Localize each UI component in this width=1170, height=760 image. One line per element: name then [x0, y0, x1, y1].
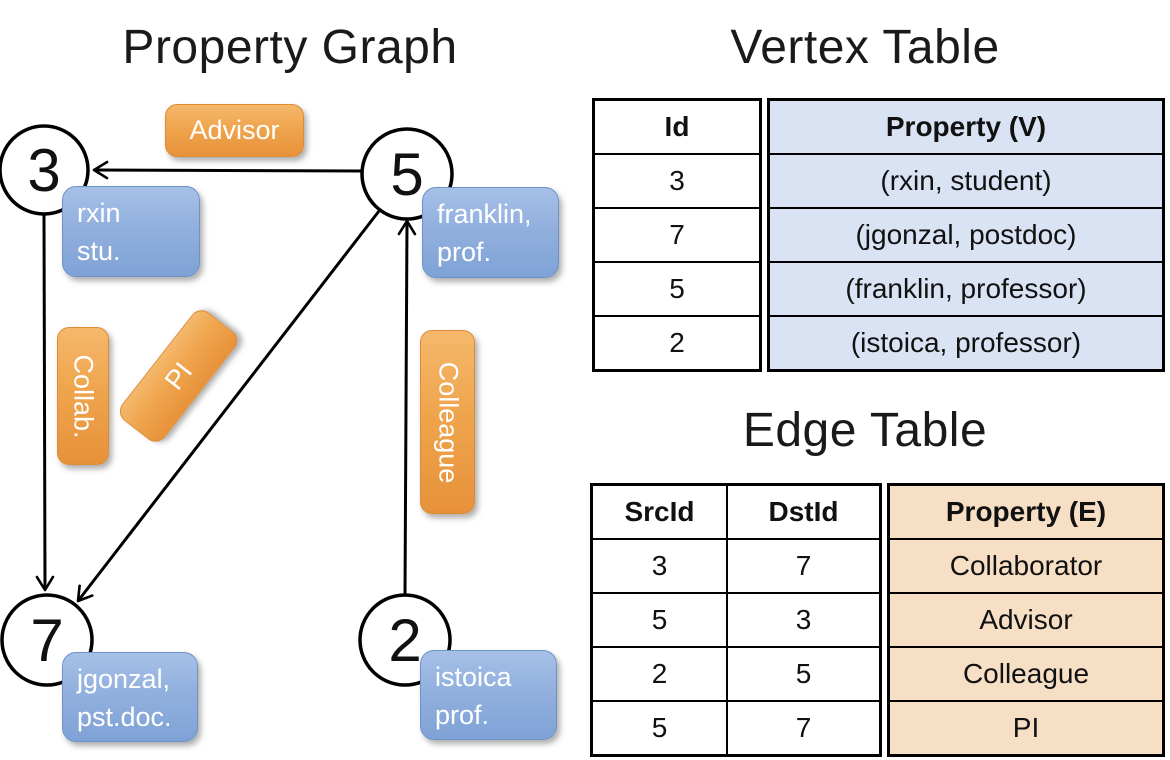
- edge-table-property-cell: Advisor: [890, 592, 1162, 646]
- edge-table-srcid-cell: 2: [651, 658, 668, 689]
- edge-table-dstid-header: DstId: [726, 486, 879, 538]
- edge-table-property-cell: PI: [890, 700, 1162, 754]
- edge-table-dstid-cell: 3: [726, 594, 879, 646]
- vertex-table-property-column: Property (V) (rxin, student) (jgonzal, p…: [767, 98, 1165, 372]
- edge-label-collaborator-text: Collab.: [68, 353, 99, 439]
- edge-table-id-row: 2 5: [593, 646, 879, 700]
- vertex-table-property-cell: (rxin, student): [770, 153, 1162, 207]
- vertex-label-3-line1: rxin: [77, 198, 121, 228]
- edge-label-colleague: Colleague: [420, 330, 475, 514]
- edge-table-property-cell: Colleague: [890, 646, 1162, 700]
- vertex-label-7-line1: jgonzal,: [77, 664, 171, 694]
- edge-table-dstid-cell: 5: [726, 648, 879, 700]
- edge-table-srcid-cell: 5: [651, 604, 668, 635]
- node-id-2: 2: [388, 607, 421, 674]
- edge-table-title: Edge Table: [742, 404, 988, 457]
- edge-table-property-header: Property (E): [945, 496, 1107, 527]
- vertex-table-property-cell: (istoica, professor): [770, 315, 1162, 369]
- edge-table-id-header-row: SrcId DstId: [593, 486, 879, 538]
- vertex-label-2-line1: istoica: [435, 662, 512, 692]
- edge-label-advisor: Advisor: [165, 104, 304, 157]
- vertex-table-property-cell: (jgonzal, postdoc): [770, 207, 1162, 261]
- edge-table-dstid-cell: 7: [726, 540, 879, 592]
- edge-table-id-row: 5 3: [593, 592, 879, 646]
- edge-arrow-2-to-5: [397, 219, 417, 595]
- edge-table-srcid-cell: 3: [651, 550, 668, 581]
- vertex-label-7-line2: pst.doc.: [77, 701, 172, 732]
- vertex-label-5-line1: franklin,: [437, 199, 532, 229]
- node-id-5: 5: [390, 141, 423, 208]
- edge-table-id-row: 5 7: [593, 700, 879, 754]
- vertex-table-id-cell: 5: [595, 261, 759, 315]
- edge-table-dstid-cell: 7: [726, 702, 879, 754]
- edge-label-collaborator: Collab.: [57, 327, 109, 465]
- edge-label-pi-text: PI: [158, 356, 198, 395]
- edge-label-colleague-text: Colleague: [433, 361, 463, 483]
- vertex-table-title: Vertex Table: [730, 21, 1000, 74]
- edge-arrow-3-to-7: [35, 214, 55, 592]
- vertex-table-id-header: Id: [664, 111, 690, 142]
- vertex-table-property-cell: (franklin, professor): [770, 261, 1162, 315]
- edge-arrow-5-to-7: [76, 210, 381, 603]
- edge-label-advisor-text: Advisor: [189, 115, 280, 145]
- edge-table-id-row: 3 7: [593, 538, 879, 592]
- vertex-label-7: jgonzal, pst.doc.: [62, 652, 198, 742]
- vertex-label-2-line2: prof.: [435, 699, 490, 730]
- node-id-3: 3: [27, 137, 60, 204]
- edge-table-id-columns: SrcId DstId 3 7 5 3 2 5 5 7: [590, 483, 882, 757]
- edge-arrow-5-to-3: [92, 160, 363, 180]
- edge-table-srcid-cell: 5: [651, 712, 668, 743]
- vertex-label-2: istoica prof.: [420, 650, 557, 740]
- vertex-table-id-cell: 7: [595, 207, 759, 261]
- edge-table-property-cell: Collaborator: [890, 538, 1162, 592]
- vertex-table-id-column: Id 3 7 5 2: [592, 98, 762, 372]
- property-graph-title: Property Graph: [122, 21, 458, 74]
- vertex-label-3: rxin stu.: [62, 186, 200, 277]
- vertex-label-3-line2: stu.: [77, 235, 121, 266]
- vertex-label-5: franklin, prof.: [422, 187, 559, 278]
- vertex-label-5-line2: prof.: [437, 236, 492, 267]
- vertex-table-id-cell: 3: [595, 153, 759, 207]
- node-id-7: 7: [30, 607, 63, 674]
- vertex-table-property-header: Property (V): [885, 111, 1047, 142]
- edge-table-srcid-header: SrcId: [624, 496, 695, 527]
- vertex-table-id-cell: 2: [595, 315, 759, 369]
- edge-table-property-column: Property (E) Collaborator Advisor Collea…: [887, 483, 1165, 757]
